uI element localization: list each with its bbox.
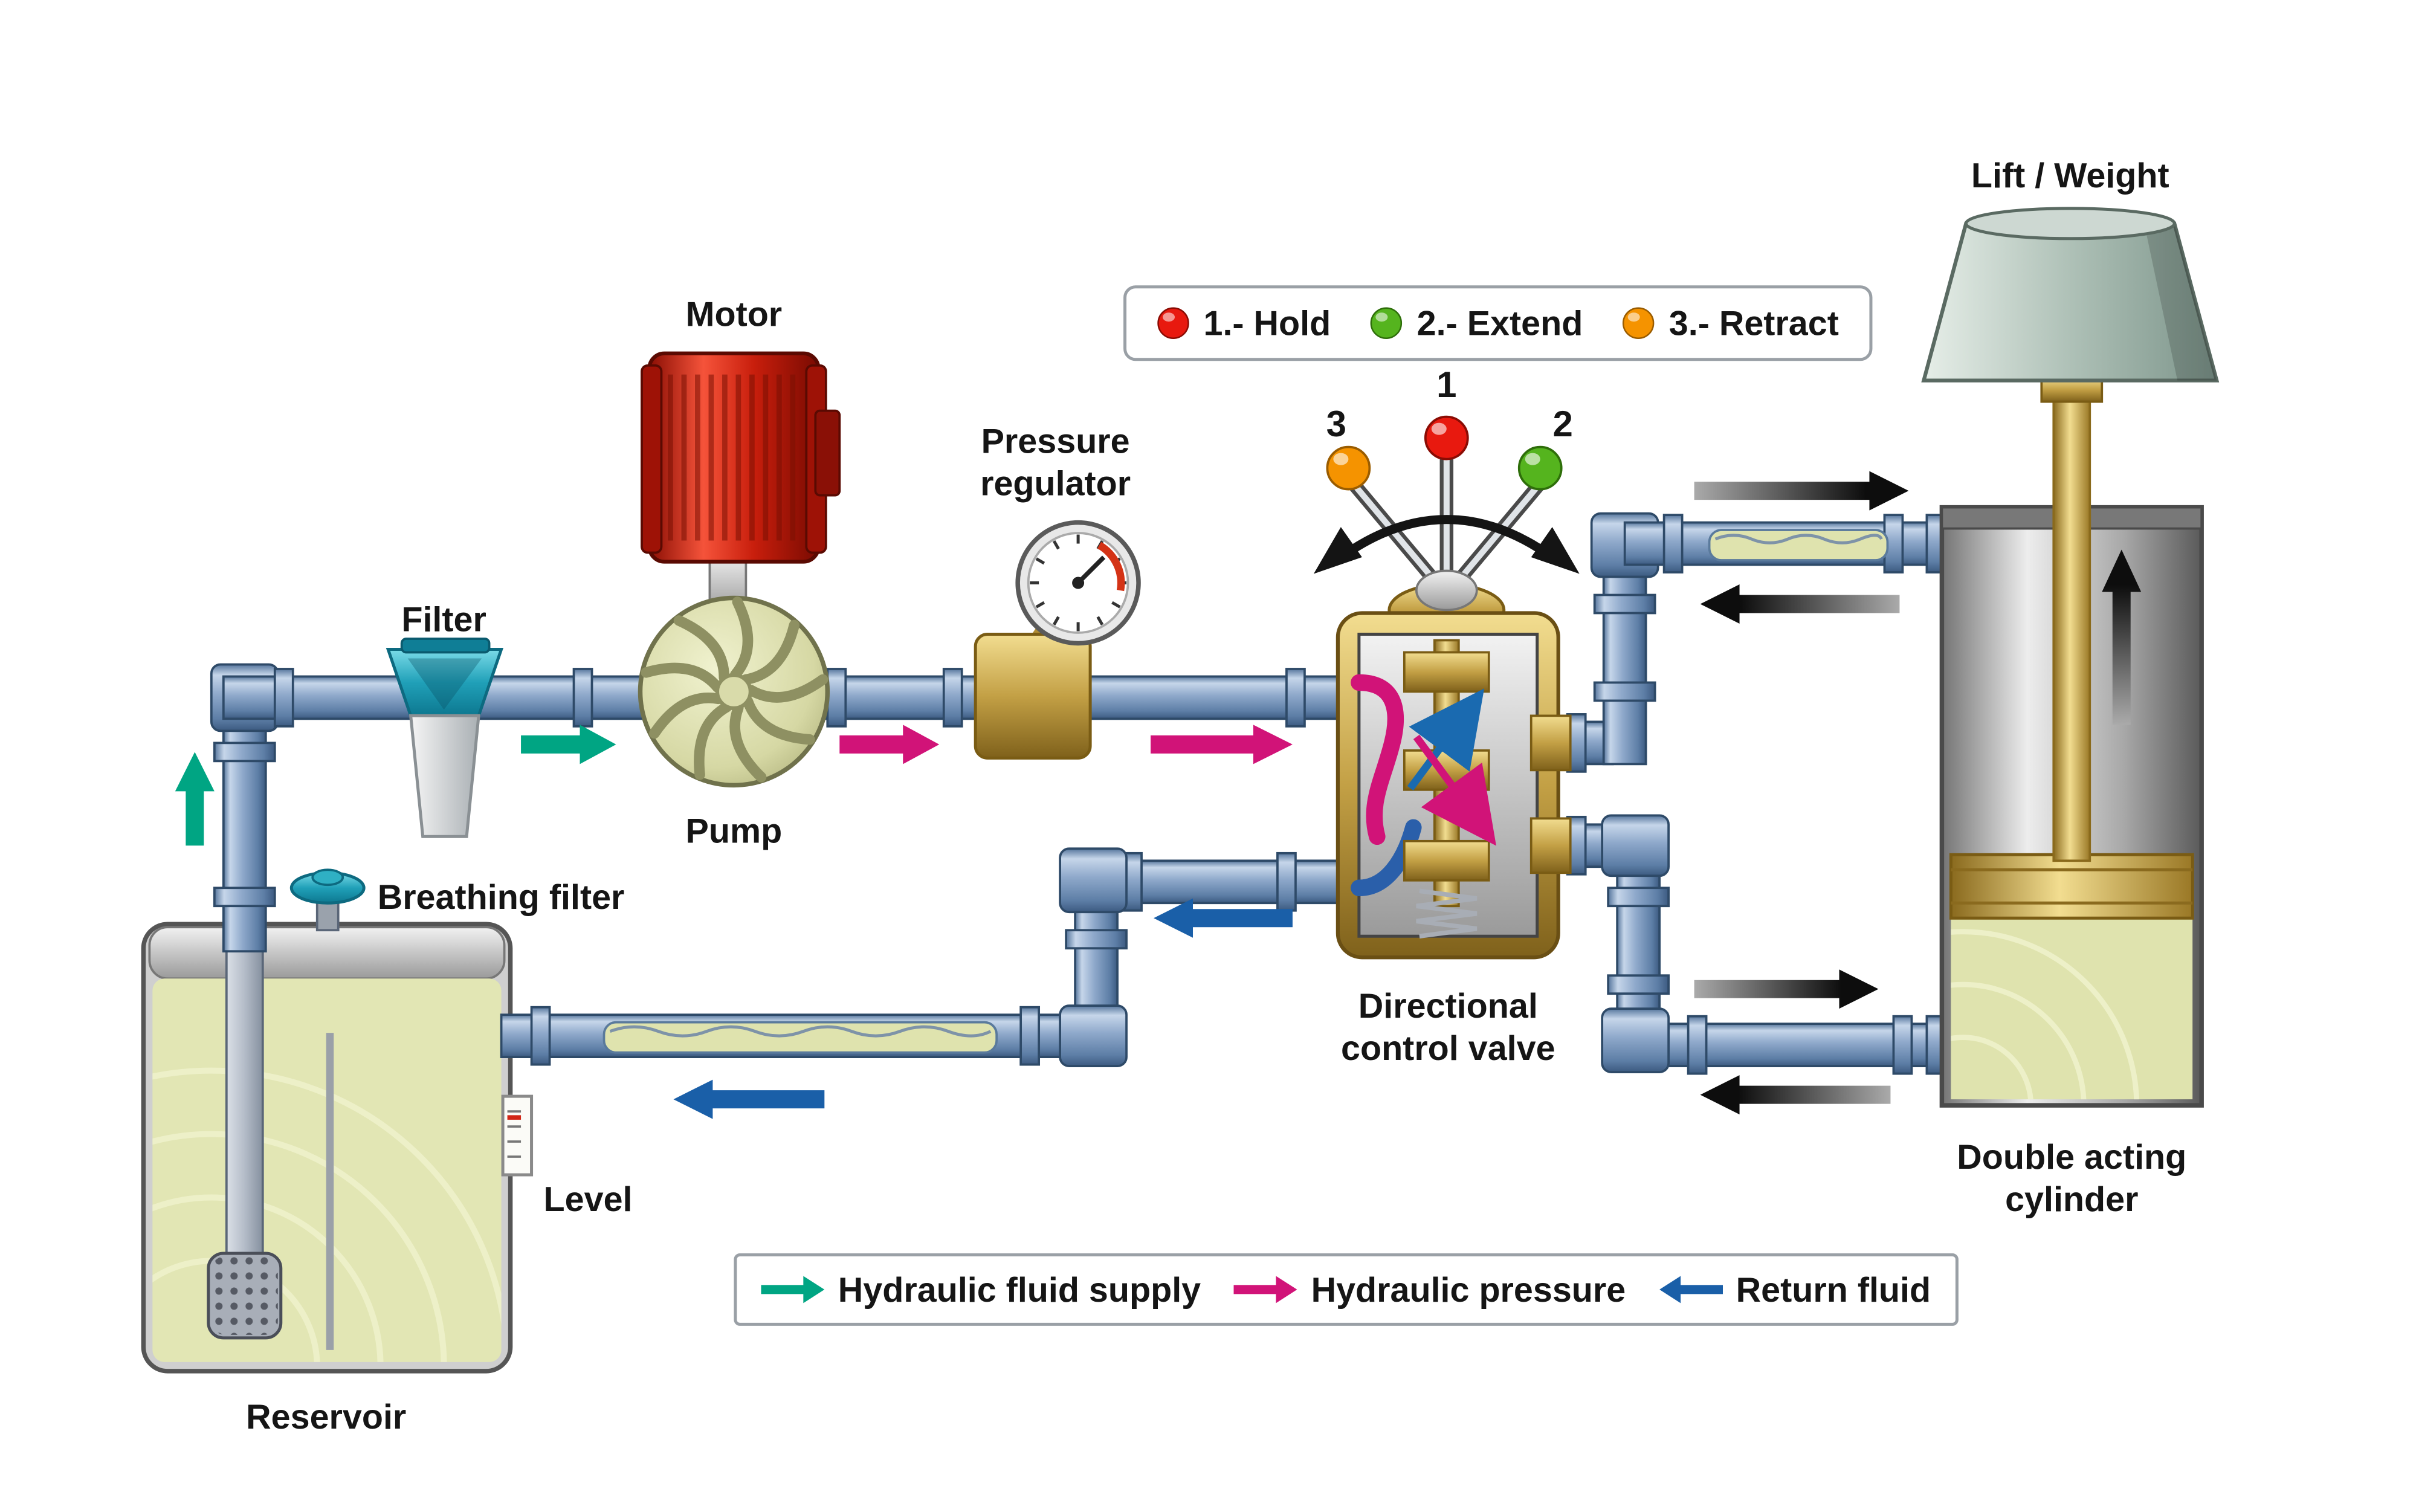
lever-number-hold: 1 (1436, 365, 1457, 407)
pressure-regulator (974, 520, 1141, 760)
arrow-top-pipe-left (1700, 584, 1900, 624)
motor-junction-box (814, 409, 841, 497)
state-legend-item-extend: 2.- Extend (1370, 303, 1583, 343)
state-legend-label: 1.- Hold (1203, 302, 1331, 342)
flow-legend-label: Hydraulic fluid supply (838, 1269, 1201, 1309)
supply-arrow-icon (761, 1276, 825, 1304)
valve-spring (1416, 888, 1478, 939)
extend-dot-icon (1371, 307, 1403, 339)
flow-legend-label: Hydraulic pressure (1311, 1269, 1626, 1309)
supply-arrow-right (521, 725, 616, 764)
retract-dot-icon (1623, 307, 1655, 339)
filter-label: Filter (401, 599, 486, 639)
reservoir-label: Reservoir (246, 1397, 407, 1436)
arrow-piston-up (2102, 549, 2142, 725)
state-legend-label: 2.- Extend (1416, 302, 1583, 342)
pressure-arrow-2 (1151, 725, 1293, 764)
valve-return-ribbon (1351, 819, 1422, 897)
double-acting-cylinder (1921, 207, 2220, 1108)
return-arrow-1 (1154, 898, 1293, 938)
valve-pressure-ribbon (1351, 674, 1404, 845)
lever-ball-extend (1517, 445, 1563, 491)
breathing-filter (289, 868, 366, 932)
directional-control-valve (1336, 611, 1572, 960)
pressure-regulator-label: Pressure regulator (980, 421, 1131, 503)
gauge-needle (1076, 555, 1106, 585)
arrow-bottom-pipe-right (1694, 969, 1879, 1009)
pump (638, 595, 830, 788)
flow-legend: Hydraulic fluid supply Hydraulic pressur… (734, 1253, 1959, 1326)
hold-dot-icon (1157, 307, 1189, 339)
level-gauge (501, 1094, 534, 1177)
lever-number-extend: 2 (1552, 404, 1573, 446)
double-acting-cylinder-label: Double acting cylinder (1957, 1137, 2187, 1219)
valve-lever (1313, 415, 1580, 638)
top-fluid-window (1708, 529, 1889, 561)
return-fluid-window (602, 1021, 998, 1054)
return-arrow-icon (1659, 1276, 1723, 1304)
flow-legend-item-return: Return fluid (1659, 1269, 1931, 1310)
lever-ball-hold (1424, 415, 1469, 460)
valve-port-a (1529, 714, 1572, 772)
motor (641, 351, 841, 615)
lift-weight-label: Lift / Weight (1971, 155, 2169, 195)
state-legend-item-retract: 3.- Retract (1622, 303, 1839, 343)
motor-label: Motor (685, 294, 783, 334)
lever-swing-arc (1332, 515, 1562, 566)
valve-port-b (1529, 817, 1572, 874)
pressure-arrow-icon (1234, 1276, 1298, 1304)
pump-label: Pump (685, 810, 783, 850)
gauge-red-zone (1097, 541, 1125, 592)
reservoir-baffle (326, 1033, 334, 1350)
valve-flow-arrow-down (1413, 734, 1496, 846)
directional-control-valve-label: Directional control valve (1341, 986, 1555, 1068)
lever-ball-retract (1326, 445, 1371, 491)
pressure-gauge (1015, 520, 1141, 646)
pump-impeller (641, 596, 828, 783)
flow-legend-item-supply: Hydraulic fluid supply (761, 1269, 1201, 1310)
flow-legend-label: Return fluid (1736, 1269, 1931, 1309)
pressure-arrow-1 (839, 725, 940, 764)
arrow-bottom-pipe-left (1700, 1075, 1891, 1115)
breathing-filter-label: Breathing filter (377, 877, 625, 917)
lever-number-retract: 3 (1326, 404, 1347, 446)
suction-strainer (207, 1252, 283, 1340)
supply-arrow-up (175, 752, 215, 846)
piston-rod (2052, 379, 2091, 862)
lift-weight-shade (1921, 207, 2220, 403)
return-arrow-2 (673, 1079, 825, 1119)
filter (386, 638, 504, 838)
level-label: Level (543, 1179, 633, 1219)
arrow-top-pipe-right (1694, 471, 1909, 511)
flow-legend-item-pressure: Hydraulic pressure (1234, 1269, 1626, 1310)
cylinder-fluid (1951, 918, 2193, 1100)
state-legend: 1.- Hold 2.- Extend 3.- Retract (1123, 285, 1872, 361)
reservoir-tank (141, 868, 534, 1374)
state-legend-label: 3.- Retract (1668, 302, 1839, 342)
piston (1949, 853, 2194, 920)
state-legend-item-hold: 1.- Hold (1157, 303, 1331, 343)
suction-pipe (225, 926, 264, 1264)
valve-flow-arrow-up (1407, 688, 1485, 791)
